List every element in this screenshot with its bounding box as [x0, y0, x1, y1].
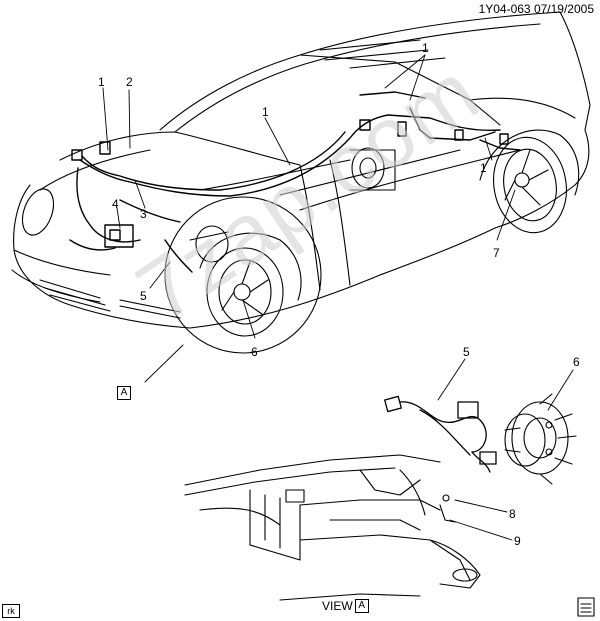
callout-1: 1 — [480, 161, 487, 175]
car-body-outline — [11, 11, 591, 329]
detail-circle — [164, 196, 322, 354]
corner-tag: rk — [2, 604, 20, 618]
drivetrain — [199, 147, 396, 191]
callout-5: 5 — [140, 289, 147, 303]
leader-lines — [102, 54, 574, 541]
wheel-hub-bearing — [504, 393, 577, 485]
view-label: VIEW A — [322, 599, 369, 613]
callout-7: 7 — [493, 246, 500, 260]
view-label-letter: A — [354, 599, 369, 613]
callout-9: 9 — [514, 534, 521, 548]
diagram-code-date: 1Y04-063 07/19/2005 — [478, 2, 594, 16]
view-label-prefix: VIEW — [322, 599, 353, 613]
callout-6: 6 — [251, 345, 258, 359]
callout-1: 1 — [422, 41, 429, 55]
wire-harness — [69, 91, 521, 273]
callout-6: 6 — [573, 355, 580, 369]
view-a-marker: A — [117, 386, 131, 400]
callout-2: 2 — [126, 75, 133, 89]
callout-8: 8 — [509, 507, 516, 521]
callout-1: 1 — [262, 105, 269, 119]
callout-4: 4 — [112, 197, 119, 211]
page-corner-icon — [577, 597, 595, 617]
callout-5: 5 — [463, 345, 470, 359]
frame-cradle — [184, 454, 481, 601]
callout-3: 3 — [140, 207, 147, 221]
callout-1: 1 — [98, 75, 105, 89]
sensor-harness-detail — [384, 395, 497, 473]
